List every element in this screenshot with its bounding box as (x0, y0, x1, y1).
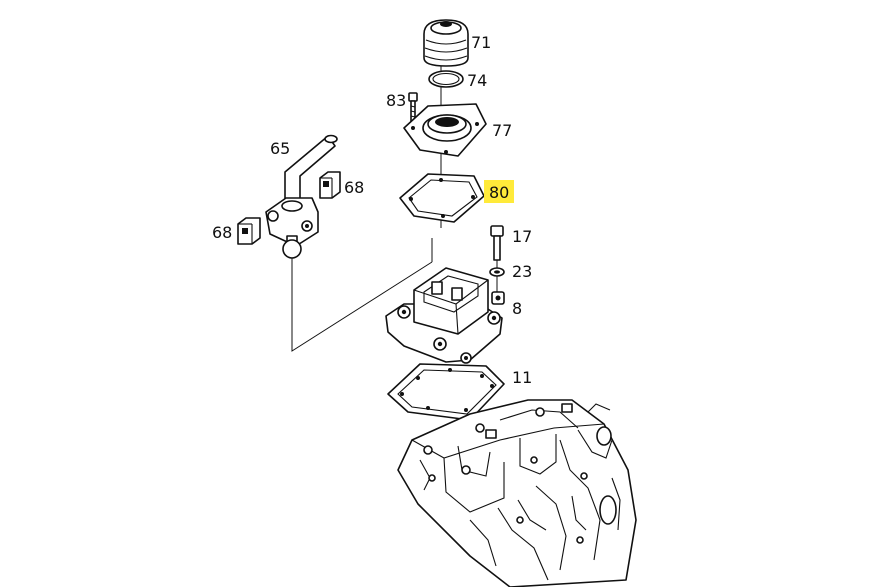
part-screw (408, 92, 418, 122)
callout-74: 74 (467, 71, 487, 90)
callout-8: 8 (512, 299, 522, 318)
part-o-ring (428, 70, 464, 88)
callout-68-upper: 68 (344, 178, 364, 197)
part-cover-plate (403, 103, 487, 157)
part-block-upper (319, 171, 341, 199)
callout-23: 23 (512, 262, 532, 281)
callout-17: 17 (512, 227, 532, 246)
callout-71: 71 (471, 33, 491, 52)
part-housing-gasket (387, 363, 505, 421)
part-gasket (399, 173, 485, 223)
callout-labels: 71 74 83 77 65 68 80 68 17 23 8 11 (212, 33, 532, 387)
part-block-lower (237, 217, 261, 245)
part-transmission-case (397, 399, 637, 587)
callout-11: 11 (512, 368, 532, 387)
part-shift-housing (385, 267, 505, 364)
callout-68-lower: 68 (212, 223, 232, 242)
callout-77: 77 (492, 121, 512, 140)
callout-83: 83 (386, 91, 406, 110)
part-boot (423, 19, 469, 67)
part-bolt (490, 225, 504, 261)
part-shift-lever (265, 134, 338, 259)
callout-80: 80 (489, 183, 509, 202)
callout-65: 65 (270, 139, 290, 158)
highlight-marker (484, 180, 514, 203)
part-washer (489, 267, 505, 277)
